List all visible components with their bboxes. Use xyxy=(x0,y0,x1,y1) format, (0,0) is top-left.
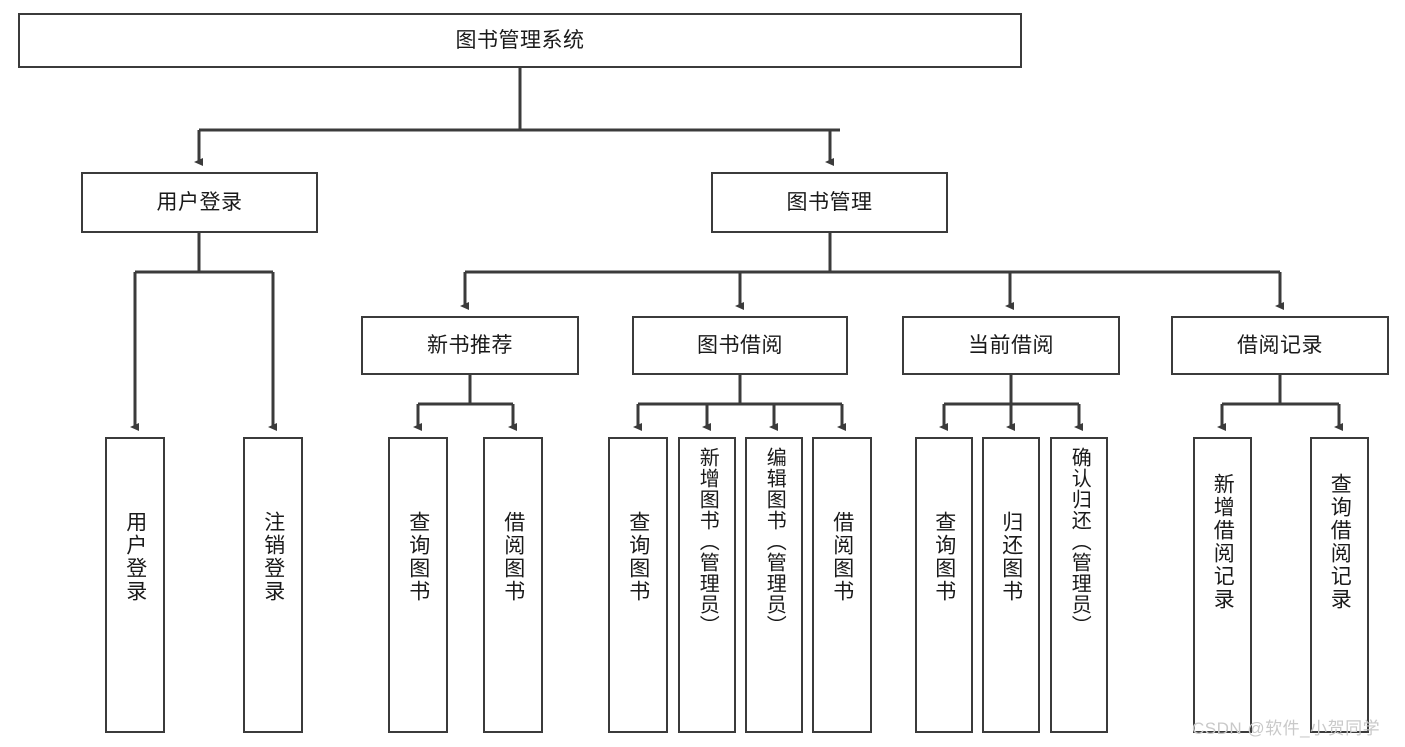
node-leaf-add-record-label: 新增借阅记录 xyxy=(1211,473,1235,611)
node-user-login[interactable]: 用户登录 xyxy=(81,172,318,233)
node-book-borrow-label: 图书借阅 xyxy=(697,333,783,357)
node-current-borrow-label: 当前借阅 xyxy=(968,333,1054,357)
node-leaf-query-book-1[interactable]: 查询图书 xyxy=(388,437,448,733)
node-root-label: 图书管理系统 xyxy=(455,28,585,52)
node-leaf-query-book-3-label: 查询图书 xyxy=(932,511,956,603)
node-leaf-borrow-book-1-label: 借阅图书 xyxy=(501,511,525,603)
node-leaf-edit-book-label: 编辑图书（管理员） xyxy=(763,447,786,636)
node-leaf-borrow-book-1[interactable]: 借阅图书 xyxy=(483,437,543,733)
node-borrow-record[interactable]: 借阅记录 xyxy=(1171,316,1389,375)
node-new-book-recommend-label: 新书推荐 xyxy=(427,333,513,357)
node-leaf-confirm-return-label: 确认归还（管理员） xyxy=(1068,447,1091,636)
node-book-management-label: 图书管理 xyxy=(786,190,873,214)
node-leaf-query-record-label: 查询借阅记录 xyxy=(1328,473,1352,611)
node-leaf-user-login[interactable]: 用户登录 xyxy=(105,437,165,733)
node-leaf-user-login-label: 用户登录 xyxy=(123,511,147,603)
node-new-book-recommend[interactable]: 新书推荐 xyxy=(361,316,579,375)
node-leaf-add-book[interactable]: 新增图书（管理员） xyxy=(678,437,736,733)
node-leaf-query-record[interactable]: 查询借阅记录 xyxy=(1310,437,1369,733)
node-leaf-query-book-2-label: 查询图书 xyxy=(626,511,650,603)
node-root[interactable]: 图书管理系统 xyxy=(18,13,1022,68)
node-leaf-return-book[interactable]: 归还图书 xyxy=(982,437,1040,733)
node-book-management[interactable]: 图书管理 xyxy=(711,172,948,233)
node-borrow-record-label: 借阅记录 xyxy=(1237,333,1323,357)
node-user-login-label: 用户登录 xyxy=(156,190,243,214)
node-leaf-confirm-return[interactable]: 确认归还（管理员） xyxy=(1050,437,1108,733)
node-leaf-add-record[interactable]: 新增借阅记录 xyxy=(1193,437,1252,733)
node-leaf-query-book-3[interactable]: 查询图书 xyxy=(915,437,973,733)
node-book-borrow[interactable]: 图书借阅 xyxy=(632,316,848,375)
node-leaf-logout[interactable]: 注销登录 xyxy=(243,437,303,733)
watermark-text: CSDN @软件_小贺同学 xyxy=(1192,719,1381,738)
node-leaf-query-book-1-label: 查询图书 xyxy=(406,511,430,603)
node-leaf-borrow-book-2[interactable]: 借阅图书 xyxy=(812,437,872,733)
node-leaf-add-book-label: 新增图书（管理员） xyxy=(696,447,719,636)
node-current-borrow[interactable]: 当前借阅 xyxy=(902,316,1120,375)
node-leaf-query-book-2[interactable]: 查询图书 xyxy=(608,437,668,733)
node-leaf-borrow-book-2-label: 借阅图书 xyxy=(830,511,854,603)
node-leaf-edit-book[interactable]: 编辑图书（管理员） xyxy=(745,437,803,733)
node-leaf-logout-label: 注销登录 xyxy=(261,511,285,603)
node-leaf-return-book-label: 归还图书 xyxy=(999,511,1023,603)
